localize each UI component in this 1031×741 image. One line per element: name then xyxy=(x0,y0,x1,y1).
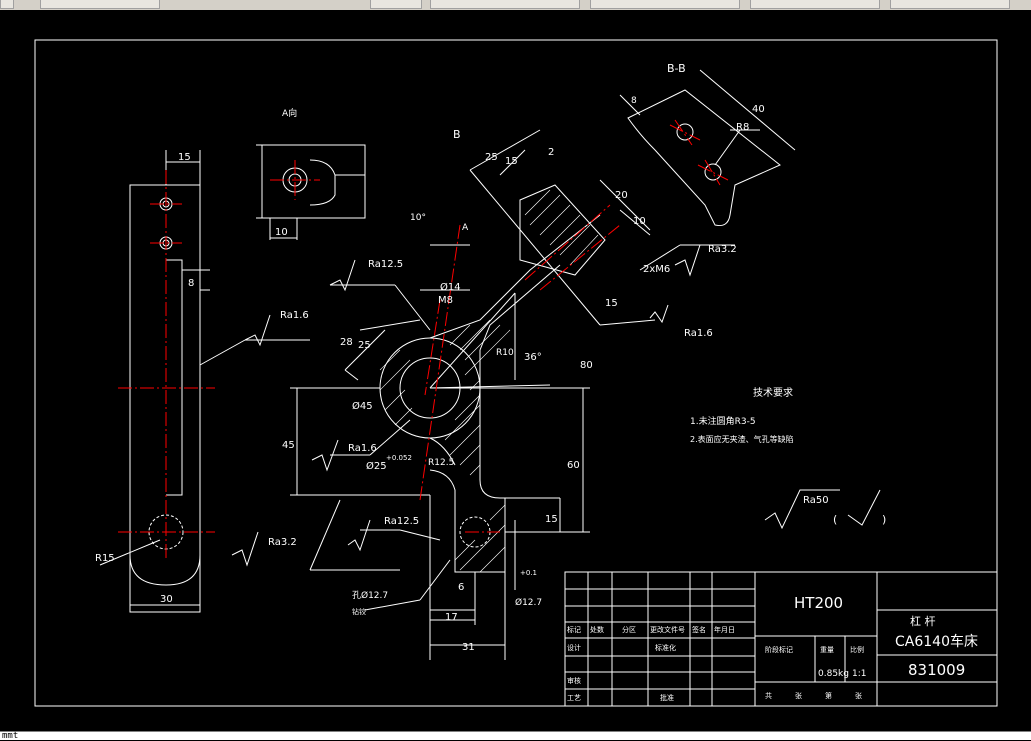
dimension-label: ) xyxy=(882,513,886,526)
dimension-label: 标准化 xyxy=(655,643,676,652)
center-lines xyxy=(118,119,729,560)
dimension-label: R12.5 xyxy=(428,458,454,468)
section-marker: B xyxy=(453,128,461,141)
dimension-label: 年月日 xyxy=(714,625,735,634)
dimension-label: 36° xyxy=(524,352,542,363)
drawing-canvas[interactable]: B-B A向 B A 15 10 8 30 R15 10° Ra12.5 Ø14… xyxy=(0,10,1031,731)
dimension-label: 17 xyxy=(445,612,458,623)
dimension-label: 2xM6 xyxy=(643,264,670,275)
dimension-label: 张 xyxy=(795,691,802,700)
dimension-label: 25 xyxy=(358,340,371,351)
layer-combo[interactable] xyxy=(430,0,580,9)
dimension-label: 8 xyxy=(188,278,194,289)
dimension-label: 阶段标记 xyxy=(765,645,793,654)
dimension-label: 共 xyxy=(765,691,772,700)
dimension-label: 10° xyxy=(410,213,426,223)
dimension-label: R15 xyxy=(95,553,115,564)
main-view xyxy=(290,129,735,660)
dimension-label: 工艺 xyxy=(567,694,581,702)
dimension-label: Ra3.2 xyxy=(708,244,737,255)
dimension-label: 批准 xyxy=(660,693,674,702)
dimension-label: 45 xyxy=(282,440,295,451)
dimension-label: Ra1.6 xyxy=(348,443,377,454)
dimension-label: 80 xyxy=(580,360,593,371)
dimension-label: 8 xyxy=(631,96,637,106)
dimension-label: 孔Ø12.7 xyxy=(352,590,388,601)
dimension-label: 15 xyxy=(605,298,618,309)
dimension-label: 重量 xyxy=(820,646,834,654)
dimension-label: 15 xyxy=(178,152,191,163)
dimension-label: 签名 xyxy=(692,625,706,634)
dimension-label: R8 xyxy=(736,122,749,133)
dimension-label: Ra12.5 xyxy=(384,516,419,527)
dimension-label: Ra12.5 xyxy=(368,259,403,270)
tech-line-1: 1.未注圆角R3-5 xyxy=(690,415,756,427)
section-bb xyxy=(619,69,796,226)
dimension-label: 20 xyxy=(615,190,628,201)
command-line-text: mmt xyxy=(2,731,19,741)
dimension-label: ( xyxy=(833,513,837,526)
roughness-symbols xyxy=(231,244,881,567)
dimension-label: R10 xyxy=(496,348,514,358)
title-block-lines xyxy=(564,571,998,707)
dimension-label: Ø45 xyxy=(352,400,373,412)
dimension-label: 2 xyxy=(548,147,554,158)
dimension-label: Ra1.6 xyxy=(684,328,713,339)
dimension-label: 30 xyxy=(160,594,173,605)
color-combo[interactable] xyxy=(590,0,740,9)
view-a-label: A向 xyxy=(282,107,297,119)
drawing-frame xyxy=(34,39,998,707)
dimension-label: Ra1.6 xyxy=(280,310,309,321)
dimension-label: 张 xyxy=(855,691,862,700)
dimension-label: 40 xyxy=(752,104,765,115)
linetype-combo[interactable] xyxy=(750,0,880,9)
dimension-label: +0.1 xyxy=(520,569,537,577)
dimension-label: 28 xyxy=(340,337,353,348)
toolbar-icon-button[interactable] xyxy=(0,0,14,9)
dimension-label: 第 xyxy=(825,691,832,700)
toolbar-icon-group[interactable] xyxy=(40,0,160,9)
part-name: 杠 杆 xyxy=(910,614,936,628)
view-a xyxy=(256,144,366,240)
dimension-label: 分区 xyxy=(622,625,636,634)
dimension-label: 6 xyxy=(458,582,464,593)
dimension-label: Ø12.7 xyxy=(515,597,542,608)
material: HT200 xyxy=(794,594,843,612)
dimension-label: 审核 xyxy=(567,676,581,685)
drawing-svg: B-B A向 B A 15 10 8 30 R15 10° Ra12.5 Ø14… xyxy=(34,39,998,707)
dimension-label: M8 xyxy=(438,295,453,306)
hatch xyxy=(379,189,599,573)
tech-title: 技术要求 xyxy=(753,386,793,399)
machine-name: CA6140车床 xyxy=(895,633,978,650)
dimension-label: 25 xyxy=(485,152,498,163)
dimension-label: 15 xyxy=(505,156,518,167)
dimension-label: 10 xyxy=(633,216,646,227)
dimension-label: Ø25 xyxy=(366,460,387,472)
tech-line-2: 2.表面应无夹渣、气孔等缺陷 xyxy=(690,434,794,444)
dimension-label: 比例 xyxy=(850,645,864,654)
lineweight-combo[interactable] xyxy=(890,0,1010,9)
dimension-label: 10 xyxy=(275,227,288,238)
toolbar-icon-group[interactable] xyxy=(370,0,422,9)
dimension-label: 60 xyxy=(567,460,580,471)
dimension-label: 钻铰 xyxy=(352,607,366,616)
view-arrow-label: A xyxy=(462,223,469,233)
dimension-label: 处数 xyxy=(590,625,604,634)
dimension-label: Ra50 xyxy=(803,495,829,506)
dimension-label: Ø14 xyxy=(440,281,461,293)
dimension-label: Ra3.2 xyxy=(268,537,297,548)
dimension-label: 0.85kg xyxy=(818,669,849,679)
dimension-label: 设计 xyxy=(567,643,581,652)
dimension-label: 1:1 xyxy=(852,669,866,679)
dimension-label: 更改文件号 xyxy=(650,625,685,634)
dimension-label: 标记 xyxy=(567,625,581,634)
section-title: B-B xyxy=(667,62,686,75)
dimension-label: 31 xyxy=(462,642,475,653)
drawing-number: 831009 xyxy=(908,661,965,679)
dimension-label: 15 xyxy=(545,514,558,525)
drawing-text: B-B A向 B A 15 10 8 30 R15 10° Ra12.5 Ø14… xyxy=(95,62,978,702)
dimension-label: +0.052 xyxy=(386,454,412,462)
command-line[interactable]: mmt xyxy=(0,731,1031,741)
